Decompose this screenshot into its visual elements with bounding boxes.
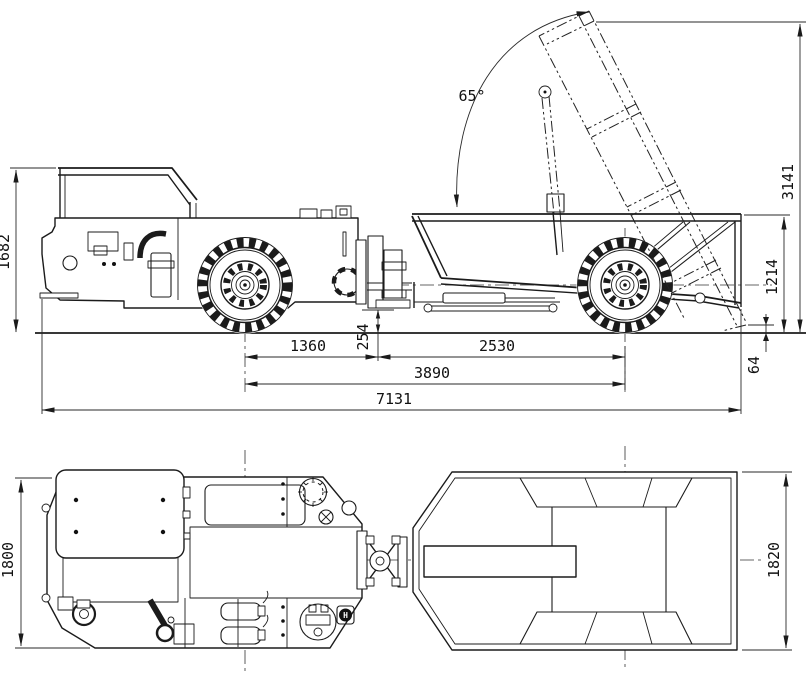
svg-text:2530: 2530	[479, 337, 515, 355]
dim-rear-body-height: 1214	[744, 214, 790, 333]
svg-text:1360: 1360	[290, 337, 326, 355]
svg-text:1820: 1820	[765, 542, 783, 578]
dim-hitch-clearance: 254	[354, 309, 394, 361]
muffler	[150, 252, 172, 298]
svg-text:254: 254	[354, 323, 372, 350]
body-pivot	[694, 292, 706, 304]
dim-overall-height: 1682	[0, 167, 56, 333]
svg-text:3141: 3141	[779, 164, 797, 200]
hoist-cylinder	[442, 292, 506, 304]
engine-hood	[204, 484, 306, 526]
svg-text:H: H	[343, 611, 348, 620]
articulation-joint-plan	[356, 530, 408, 590]
dim-lip-clearance: 64	[745, 314, 774, 374]
svg-text:3890: 3890	[414, 364, 450, 382]
dim-wheelbase: 3890	[244, 364, 626, 387]
dim-dump-height: 3141	[596, 21, 806, 333]
gauge-cluster	[299, 603, 337, 641]
dump-body-plan	[412, 471, 738, 651]
svg-text:1214: 1214	[763, 259, 781, 295]
svg-text:7131: 7131	[376, 390, 412, 408]
front-wheel	[197, 237, 294, 334]
plan-view: H	[0, 446, 792, 671]
svg-text:1682: 1682	[0, 234, 13, 270]
headlight-icon	[62, 255, 78, 271]
exhaust-hose	[137, 230, 167, 259]
dump-angle-arc: 65°	[453, 11, 590, 208]
dim-overall-length: 7131	[41, 299, 742, 414]
dim-dump-body-width: 1820	[742, 471, 792, 651]
cab-roof	[55, 469, 185, 559]
canopy	[58, 167, 198, 218]
side-view: 65°	[35, 10, 806, 392]
filler-cap	[298, 477, 328, 507]
dump-angle-label: 65°	[458, 87, 485, 105]
articulation-joint-side	[355, 235, 412, 309]
svg-text:1800: 1800	[0, 542, 17, 578]
hydraulic-fill-marking: H	[336, 605, 355, 625]
center-beam	[423, 545, 577, 578]
cylinder-extended	[546, 193, 565, 213]
svg-text:64: 64	[745, 356, 763, 374]
dim-front-body-width: 1800	[0, 477, 90, 649]
dim-axle-to-articulation: 1360	[244, 337, 379, 360]
side-view-dimensions: 1682 3141 1214 64 254	[0, 21, 806, 414]
tractor-plan: H	[41, 469, 363, 649]
lever	[342, 231, 347, 257]
rear-wheel	[577, 237, 674, 334]
dump-body-lowered	[411, 193, 742, 313]
fire-extinguishers	[220, 590, 269, 647]
